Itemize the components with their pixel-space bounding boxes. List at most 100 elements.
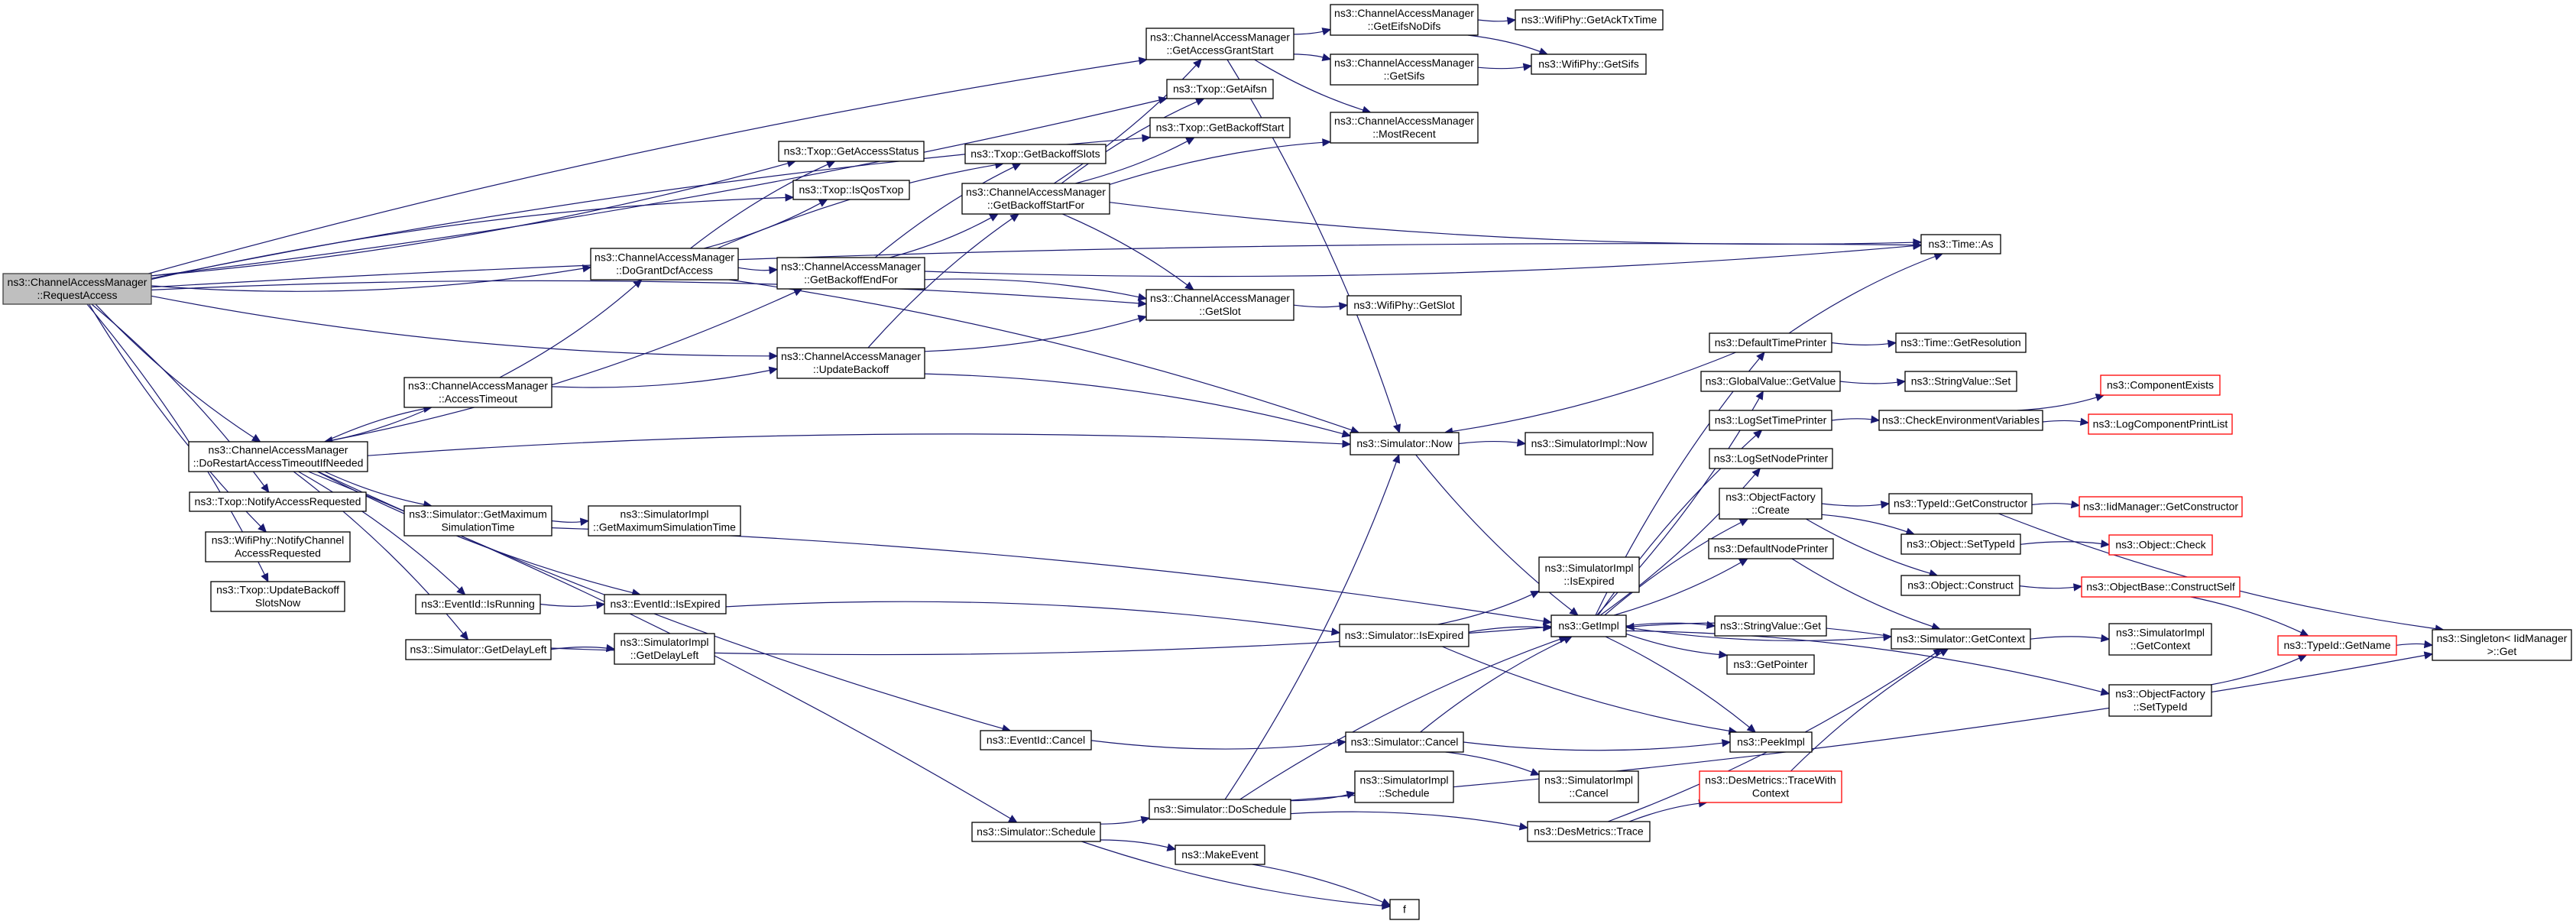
- node-string-value-get[interactable]: ns3::StringValue::Get: [1714, 615, 1827, 637]
- node-peek-impl[interactable]: ns3::PeekImpl: [1729, 731, 1813, 753]
- node-box[interactable]: [1330, 112, 1479, 144]
- node-f[interactable]: f: [1389, 899, 1420, 920]
- node-box[interactable]: [964, 144, 1107, 164]
- node-simulator-now[interactable]: ns3::Simulator::Now: [1350, 432, 1460, 456]
- node-box[interactable]: [1330, 53, 1479, 86]
- node-event-id-is-expired[interactable]: ns3::EventId::IsExpired: [604, 594, 727, 614]
- node-box[interactable]: [1888, 493, 2033, 514]
- node-type-id-get-constructor[interactable]: ns3::TypeId::GetConstructor: [1888, 493, 2033, 514]
- node-box[interactable]: [1149, 117, 1291, 138]
- node-box[interactable]: [1330, 4, 1479, 36]
- node-box[interactable]: [1709, 410, 1832, 431]
- node-des-metrics-trace[interactable]: ns3::DesMetrics::Trace: [1527, 821, 1651, 842]
- node-box[interactable]: [1714, 615, 1827, 637]
- node-sim-impl-get-delay-left[interactable]: ns3::SimulatorImpl::GetDelayLeft: [614, 633, 715, 665]
- node-cam-get-sifs[interactable]: ns3::ChannelAccessManager::GetSifs: [1330, 53, 1479, 86]
- node-get-backoff-end-for[interactable]: ns3::ChannelAccessManager::GetBackoffEnd…: [776, 257, 925, 290]
- node-box[interactable]: [1175, 845, 1265, 865]
- node-box[interactable]: [980, 730, 1092, 751]
- node-event-id-cancel[interactable]: ns3::EventId::Cancel: [980, 730, 1092, 751]
- node-global-value-get-value[interactable]: ns3::GlobalValue::GetValue: [1700, 371, 1841, 392]
- node-get-backoff-start-for[interactable]: ns3::ChannelAccessManager::GetBackoffSta…: [961, 183, 1110, 215]
- node-box[interactable]: [1699, 770, 1842, 803]
- node-box[interactable]: [1920, 234, 2001, 255]
- node-box[interactable]: [1345, 731, 1464, 753]
- node-box[interactable]: [1709, 448, 1833, 469]
- node-box[interactable]: [2108, 684, 2212, 717]
- node-time-get-resolution[interactable]: ns3::Time::GetResolution: [1895, 332, 2027, 353]
- node-sim-impl-cancel[interactable]: ns3::SimulatorImpl::Cancel: [1538, 770, 1639, 803]
- node-box[interactable]: [2100, 374, 2221, 396]
- node-box[interactable]: [590, 248, 739, 280]
- node-box[interactable]: [1550, 614, 1627, 637]
- node-simulator-cancel[interactable]: ns3::Simulator::Cancel: [1345, 731, 1464, 753]
- node-box[interactable]: [961, 183, 1110, 215]
- node-simulator-do-schedule[interactable]: ns3::Simulator::DoSchedule: [1149, 799, 1291, 820]
- node-box[interactable]: [405, 639, 552, 660]
- node-box[interactable]: [1891, 628, 2031, 650]
- node-txop-notify-access-requested[interactable]: ns3::Txop::NotifyAccessRequested: [189, 491, 367, 512]
- node-wifi-get-slot[interactable]: ns3::WifiPhy::GetSlot: [1346, 295, 1462, 316]
- node-get-impl[interactable]: ns3::GetImpl: [1550, 614, 1627, 637]
- node-wifi-get-ack-tx-time[interactable]: ns3::WifiPhy::GetAckTxTime: [1515, 9, 1664, 31]
- node-box[interactable]: [2108, 623, 2212, 656]
- node-wifi-notify-channel-access-requested[interactable]: ns3::WifiPhy::NotifyChannelAccessRequest…: [205, 531, 351, 563]
- node-do-grant-dcf-access[interactable]: ns3::ChannelAccessManager::DoGrantDcfAcc…: [590, 248, 739, 280]
- node-box[interactable]: [1719, 488, 1823, 520]
- node-cam-get-slot[interactable]: ns3::ChannelAccessManager::GetSlot: [1145, 289, 1294, 321]
- node-txop-get-backoff-start[interactable]: ns3::Txop::GetBackoffStart: [1149, 117, 1291, 138]
- node-sim-get-delay-left[interactable]: ns3::Simulator::GetDelayLeft: [405, 639, 552, 660]
- node-object-construct[interactable]: ns3::Object::Construct: [1900, 575, 2020, 596]
- node-box[interactable]: [2081, 576, 2241, 598]
- node-box[interactable]: [1700, 371, 1841, 392]
- node-box[interactable]: [1145, 28, 1294, 60]
- node-box[interactable]: [778, 141, 925, 162]
- node-box[interactable]: [1515, 9, 1664, 31]
- node-box[interactable]: [415, 594, 541, 614]
- node-sim-impl-get-context[interactable]: ns3::SimulatorImpl::GetContext: [2108, 623, 2212, 656]
- node-string-value-set[interactable]: ns3::StringValue::Set: [1904, 371, 2017, 392]
- node-object-set-type-id[interactable]: ns3::Object::SetTypeId: [1900, 533, 2021, 555]
- node-txop-get-access-status[interactable]: ns3::Txop::GetAccessStatus: [778, 141, 925, 162]
- node-log-component-print-list[interactable]: ns3::LogComponentPrintList: [2088, 413, 2233, 435]
- node-box[interactable]: [2088, 413, 2233, 435]
- node-box[interactable]: [1354, 770, 1454, 803]
- node-make-event[interactable]: ns3::MakeEvent: [1175, 845, 1265, 865]
- node-most-recent[interactable]: ns3::ChannelAccessManager::MostRecent: [1330, 112, 1479, 144]
- node-box[interactable]: [1339, 624, 1469, 647]
- node-box[interactable]: [614, 633, 715, 665]
- node-log-set-time-printer[interactable]: ns3::LogSetTimePrinter: [1709, 410, 1832, 431]
- node-box[interactable]: [1726, 654, 1815, 675]
- node-default-time-printer[interactable]: ns3::DefaultTimePrinter: [1709, 332, 1832, 353]
- node-box[interactable]: [1900, 533, 2021, 555]
- node-box[interactable]: [188, 441, 368, 472]
- node-box[interactable]: [1895, 332, 2027, 353]
- node-txop-is-qos-txop[interactable]: ns3::Txop::IsQosTxop: [792, 180, 910, 200]
- node-box[interactable]: [1538, 556, 1640, 593]
- node-box[interactable]: [1904, 371, 2017, 392]
- node-box[interactable]: [971, 822, 1101, 842]
- node-box[interactable]: [189, 491, 367, 512]
- node-get-eifs-no-difs[interactable]: ns3::ChannelAccessManager::GetEifsNoDifs: [1330, 4, 1479, 36]
- node-box[interactable]: [1166, 79, 1274, 99]
- node-simulator-schedule[interactable]: ns3::Simulator::Schedule: [971, 822, 1101, 842]
- node-box[interactable]: [1346, 295, 1462, 316]
- node-box[interactable]: [1350, 432, 1460, 456]
- node-component-exists[interactable]: ns3::ComponentExists: [2100, 374, 2221, 396]
- node-box[interactable]: [604, 594, 727, 614]
- node-get-pointer[interactable]: ns3::GetPointer: [1726, 654, 1815, 675]
- node-wifi-get-sifs[interactable]: ns3::WifiPhy::GetSifs: [1531, 53, 1647, 75]
- node-simulator-is-expired[interactable]: ns3::Simulator::IsExpired: [1339, 624, 1469, 647]
- node-txop-get-aifsn[interactable]: ns3::Txop::GetAifsn: [1166, 79, 1274, 99]
- node-check-environment-variables[interactable]: ns3::CheckEnvironmentVariables: [1878, 410, 2043, 431]
- node-type-id-get-name[interactable]: ns3::TypeId::GetName: [2277, 635, 2397, 656]
- node-box[interactable]: [2277, 635, 2397, 656]
- node-box[interactable]: [205, 531, 351, 563]
- node-singleton-get[interactable]: ns3::Singleton< IidManager>::Get: [2432, 629, 2572, 661]
- node-object-factory-set-type-id[interactable]: ns3::ObjectFactory::SetTypeId: [2108, 684, 2212, 717]
- node-box[interactable]: [2432, 629, 2572, 661]
- node-sim-impl-get-max-sim-time[interactable]: ns3::SimulatorImpl::GetMaximumSimulation…: [588, 505, 741, 537]
- node-box[interactable]: [1389, 899, 1420, 920]
